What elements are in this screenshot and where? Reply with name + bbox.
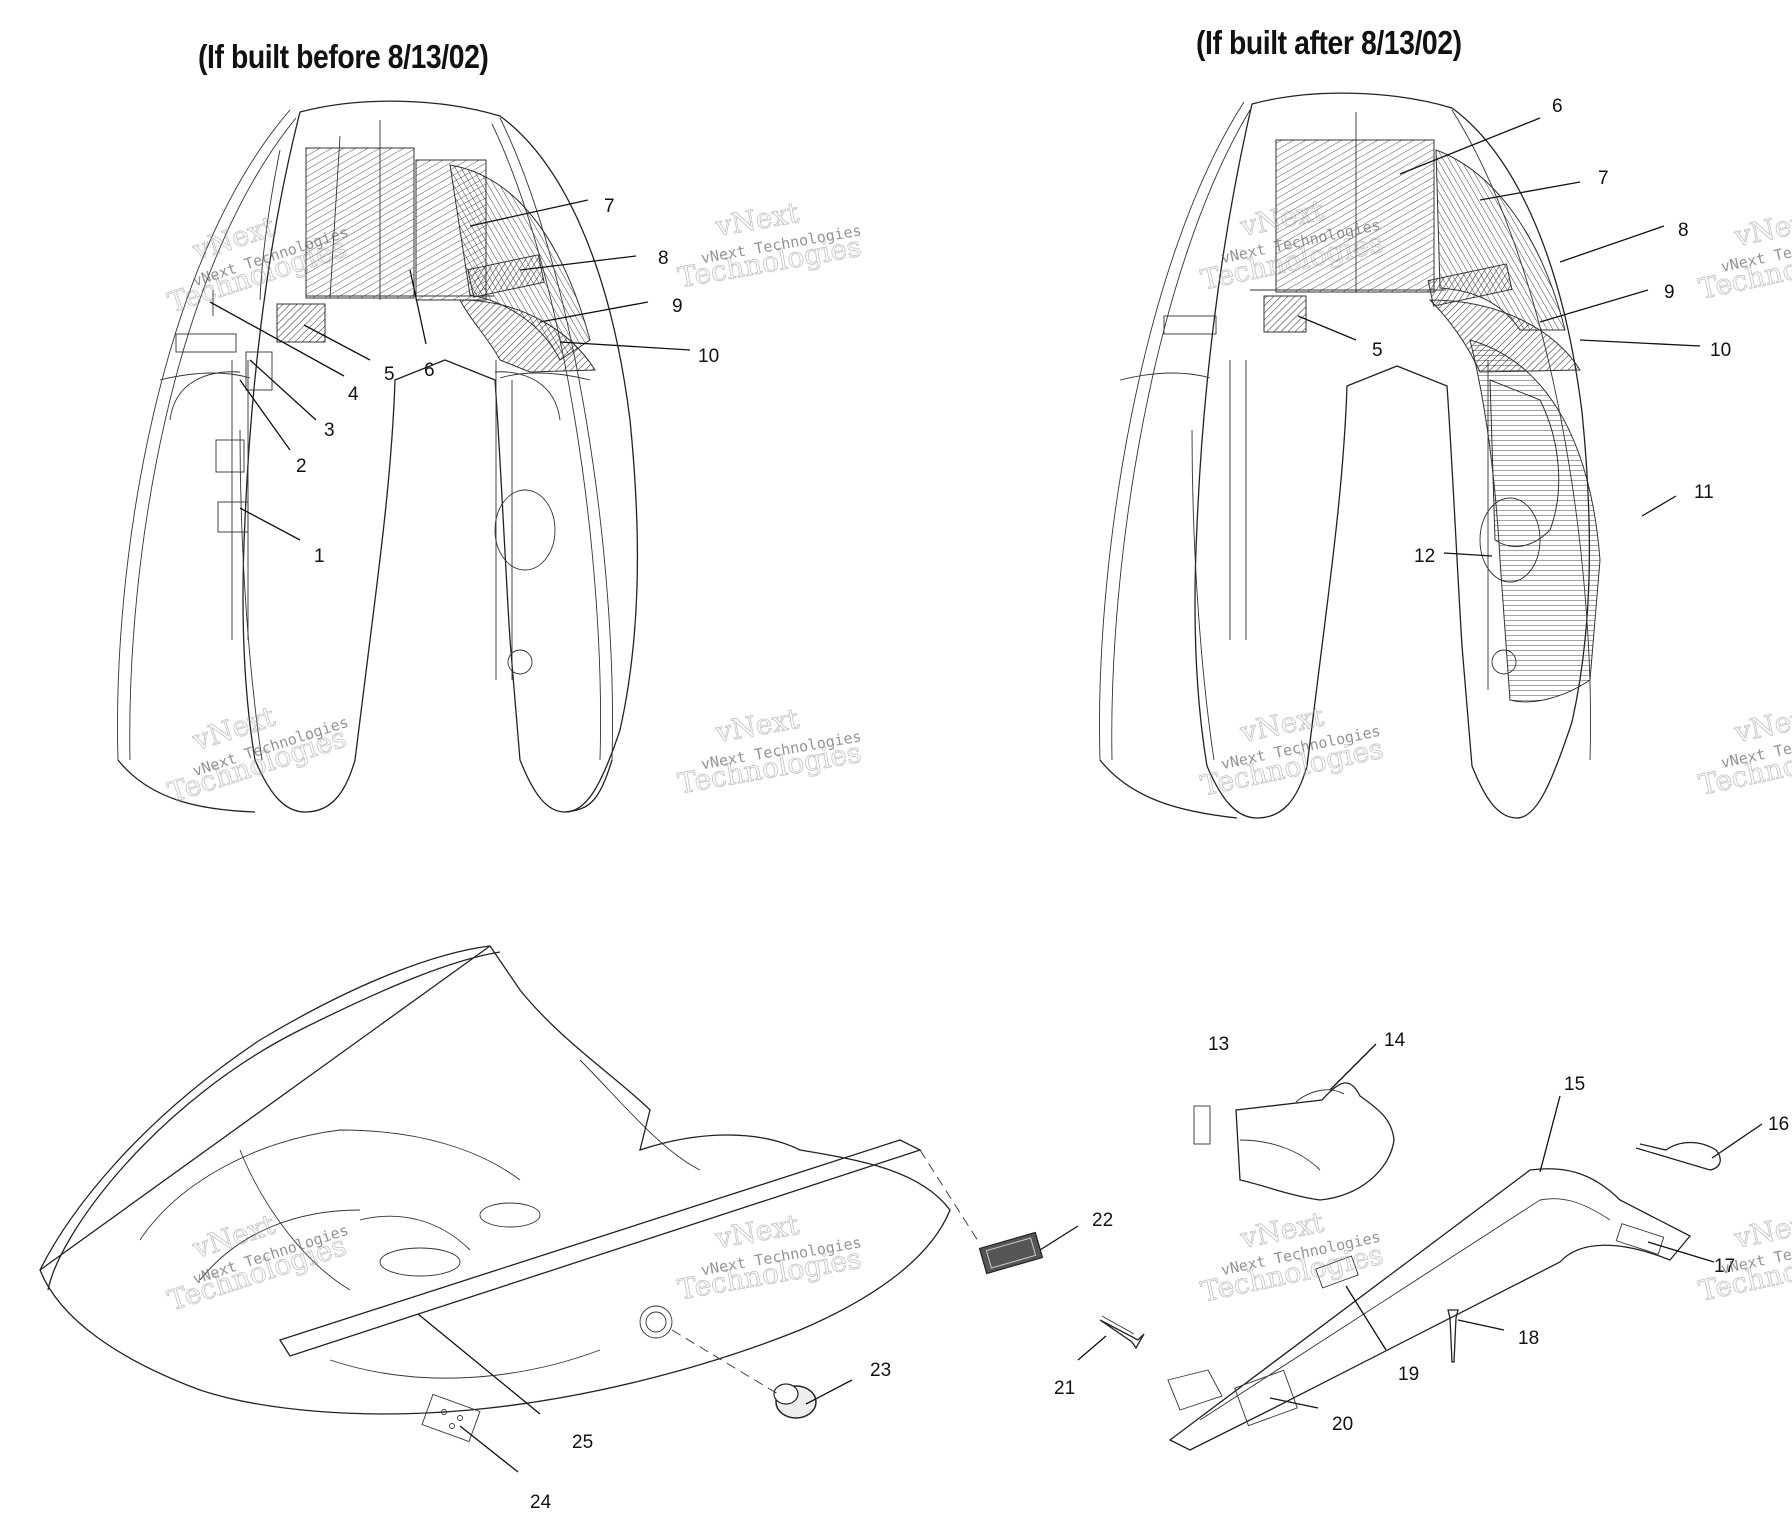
watermark-l: vNext vNext Technologies Technologies [1695,1205,1792,1308]
hood-side-view [39,945,1044,1443]
cable-16 [1635,1141,1721,1171]
callout-9-after: 9 [1664,282,1675,303]
callout-8: 8 [658,248,669,269]
insulation-panel-9 [459,299,596,373]
callout-17: 17 [1714,1256,1735,1277]
bracket-8 [467,254,545,298]
bracket-end [1167,1369,1223,1411]
windshield-panel-left [305,147,415,299]
callout-3: 3 [324,420,335,441]
callout-23: 23 [870,1360,891,1381]
pad-5-after [1263,295,1307,333]
label-13 [1193,1105,1211,1145]
callout-20: 20 [1332,1414,1353,1435]
watermark-b: vNext vNext Technologies Technologies [675,195,864,294]
callout-19: 19 [1398,1364,1419,1385]
callout-7-after: 7 [1598,168,1609,189]
pad-20 [1234,1369,1298,1427]
hood-outline-before [242,100,639,813]
hood-view-before [117,100,639,813]
callout-14: 14 [1384,1030,1406,1051]
callout-11: 11 [1694,482,1714,503]
callout-2: 2 [296,456,307,477]
watermark-k: vNext vNext Technologies Technologies [1695,699,1792,802]
watermark-i: vNext vNext Technologies Technologies [1197,1205,1386,1309]
leader-lines [209,117,1763,1473]
heading-before: (If built before 8/13/02) [198,38,489,75]
callout-4: 4 [348,384,359,405]
callout-9: 9 [672,296,683,317]
callout-25: 25 [572,1432,593,1453]
callout-13: 13 [1208,1034,1229,1055]
insulation-panel-9-after [1428,299,1581,373]
hood-body-side [39,945,951,1415]
heading-after: (If built after 8/13/02) [1196,24,1462,61]
hinge-plate-24 [421,1393,481,1443]
insulation-panel-12 [1489,379,1560,548]
callout-10: 10 [698,346,719,367]
pad-5 [276,303,326,343]
bracket-8-after [1427,263,1513,307]
hood-view-after [1099,92,1601,819]
callout-1: 1 [314,546,325,567]
watermark-h: vNext vNext Technologies Technologies [675,1207,864,1306]
duct-14 [1235,1082,1395,1201]
screw-18 [1447,1309,1459,1363]
rivet-21 [1099,1319,1145,1350]
callout-15: 15 [1564,1074,1585,1095]
parts-exploded [1099,1082,1721,1451]
callout-8-after: 8 [1678,220,1689,241]
callout-5: 5 [384,364,395,385]
callout-24: 24 [530,1492,552,1513]
callout-6-after: 6 [1552,96,1563,117]
watermark-j: vNext vNext Technologies Technologies [1695,203,1792,306]
callout-labels: 1 2 3 4 5 6 7 8 9 10 6 7 8 9 10 5 11 12 … [296,96,1789,1513]
watermark-f: vNext vNext Technologies Technologies [1197,699,1386,803]
panel-15 [1168,1168,1692,1451]
callout-22: 22 [1092,1210,1113,1231]
callout-6: 6 [424,360,435,381]
label-19 [1315,1255,1359,1289]
callout-16: 16 [1768,1114,1789,1135]
callout-7: 7 [604,196,615,217]
callout-12: 12 [1414,546,1435,567]
callout-21: 21 [1054,1378,1075,1399]
callout-10-after: 10 [1710,340,1731,361]
watermark-g: vNext vNext Technologies Technologies [163,1207,350,1318]
callout-18: 18 [1518,1328,1539,1349]
callout-5-after: 5 [1372,340,1383,361]
reflector-22 [978,1231,1044,1275]
windshield-panel-6 [1275,139,1435,293]
hood-outline-after [1194,92,1591,819]
watermark-e: vNext vNext Technologies Technologies [675,701,864,800]
